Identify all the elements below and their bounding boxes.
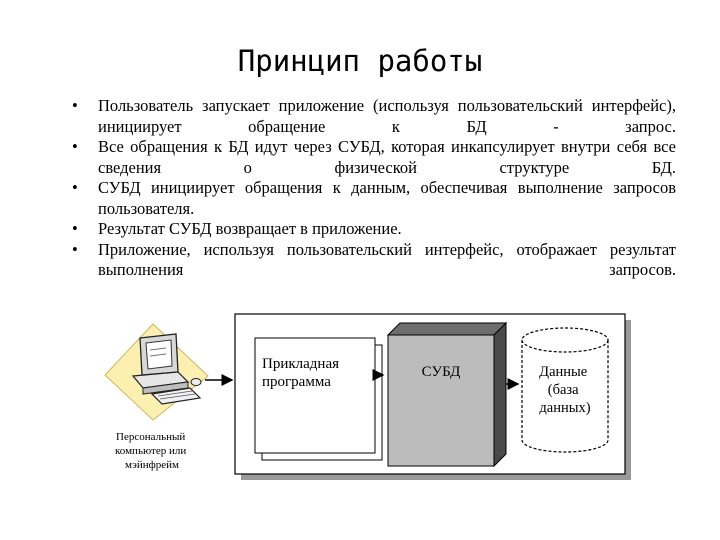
dbms-box xyxy=(386,321,508,468)
bullet-item: • Результат СУБД возвращает в приложение. xyxy=(72,219,676,240)
bullet-text: Результат СУБД возвращает в приложение. xyxy=(98,219,402,238)
bullet-dot: • xyxy=(72,239,78,259)
database-cylinder-icon xyxy=(521,327,609,453)
bullet-text: Все обращения к БД идут через СУБД, кото… xyxy=(98,137,676,177)
bullet-item: • Приложение, используя пользовательский … xyxy=(72,240,676,281)
dbms-label: СУБД xyxy=(422,364,461,380)
bullet-item: • Пользователь запускает приложение (испо… xyxy=(72,96,676,137)
bullet-dot: • xyxy=(72,178,78,197)
bullet-list: • Пользователь запускает приложение (испо… xyxy=(72,96,676,281)
data-label: Данные (база данных) xyxy=(539,364,591,416)
computer-caption: Персональный компьютер или мэйнфрейм xyxy=(115,431,189,471)
bullet-text: Приложение, используя пользовательский и… xyxy=(98,239,676,280)
bullet-item: • Все обращения к БД идут через СУБД, кот… xyxy=(72,137,676,178)
bullet-text: СУБД инициирует обращения к данным, обес… xyxy=(98,178,676,218)
bullet-dot: • xyxy=(72,96,78,115)
app-page-front xyxy=(254,337,376,454)
app-label: Прикладная программа xyxy=(262,356,343,390)
bullet-dot: • xyxy=(72,137,78,156)
bullet-text: Пользователь запускает приложение (испол… xyxy=(98,96,676,136)
bullet-dot: • xyxy=(72,219,78,238)
computer-icon xyxy=(104,323,209,421)
slide-title: Принцип работы xyxy=(237,44,483,78)
bullet-item: • СУБД инициирует обращения к данным, обе… xyxy=(72,178,676,219)
